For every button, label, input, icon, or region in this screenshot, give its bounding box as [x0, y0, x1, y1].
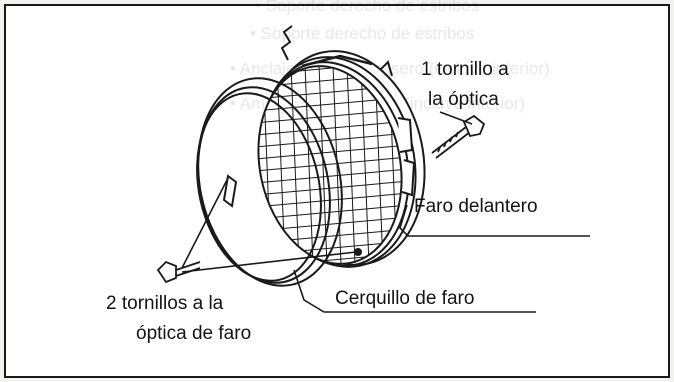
bleed-through-line-2: • Soporte derecho de estribos — [250, 24, 475, 43]
leader-headlight — [399, 204, 590, 237]
headlight-ring — [196, 77, 343, 287]
lens-rim — [257, 65, 403, 265]
leader-ring — [293, 269, 536, 313]
label-optic-screw-line2: la óptica — [428, 89, 499, 110]
label-headlight: Faro delantero — [414, 196, 538, 217]
lower-screw-icon — [156, 260, 201, 284]
leader-optic-screw — [439, 111, 473, 125]
leader-lines — [181, 111, 590, 313]
leader-screw-b — [181, 251, 357, 273]
label-two-screws-line1: 2 tornillos a la — [106, 293, 224, 314]
label-two-screws-line2: óptica de faro — [136, 323, 252, 344]
wire-harness — [280, 25, 293, 61]
leader-screw-a — [181, 177, 229, 269]
label-headlight-ring: Cerquillo de faro — [335, 288, 475, 309]
ring-screw-hole — [354, 248, 362, 256]
bleed-through-line-1: • Soporte derecho de estribos — [255, 0, 480, 15]
optic-screw-icon — [431, 114, 486, 159]
label-optic-screw-line1: 1 tornillo a — [421, 59, 509, 80]
